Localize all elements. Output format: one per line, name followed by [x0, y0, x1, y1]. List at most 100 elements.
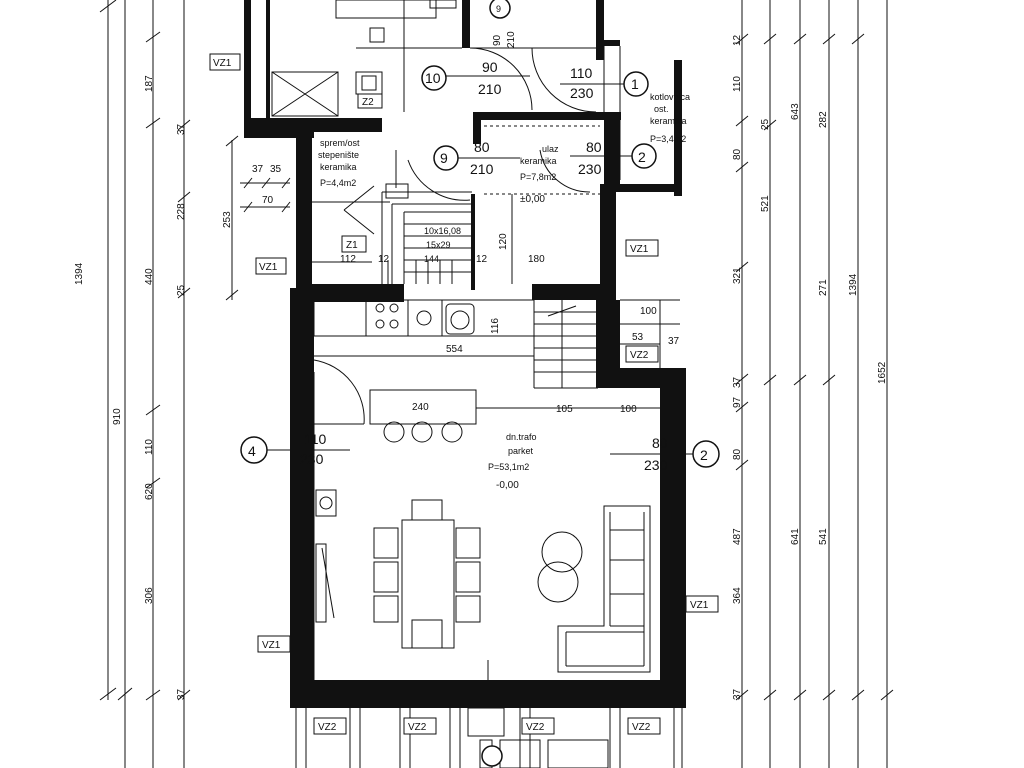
dim-37c: 37: [668, 336, 680, 347]
door-marker-10: [421, 65, 447, 91]
stair-w2: 180: [528, 254, 545, 265]
door-w-80c: 80: [652, 435, 668, 451]
door-marker-lines: [267, 75, 693, 455]
dim-left-440: 440: [144, 268, 155, 285]
tag-vz1-d: VZ1: [685, 595, 719, 613]
dim-116: 116: [490, 318, 501, 334]
dim-right-37b: 37: [732, 688, 743, 700]
door-num-10: 10: [425, 70, 441, 86]
tag-vz2-c: VZ2: [403, 717, 437, 735]
dim-right-110: 110: [732, 76, 743, 92]
door-num-2a: 2: [638, 149, 646, 165]
door-h-230c: 230: [300, 451, 324, 467]
door-h-230d: 230: [644, 457, 668, 473]
dim-right-80a: 80: [732, 148, 743, 160]
svg-text:VZ2: VZ2: [632, 722, 651, 733]
room-ur-4: ±0,00: [520, 194, 545, 205]
svg-text:VZ2: VZ2: [630, 350, 649, 361]
dim-112: 112: [340, 254, 356, 265]
svg-text:Z1: Z1: [346, 240, 358, 251]
door-w-90: 90: [482, 59, 498, 75]
dim-right-97: 97: [732, 396, 743, 408]
door-h-210b: 210: [470, 161, 494, 177]
room-labels: sprem/ost stepenište keramika P=4,4m2 ul…: [318, 92, 690, 491]
tag-z2: Z2: [357, 93, 383, 109]
dim-12b: 12: [476, 254, 488, 265]
door-h-230b: 230: [578, 161, 602, 177]
dim-37: 37: [252, 164, 264, 175]
dim-right-321: 321: [732, 267, 743, 284]
room-ul-4: P=4,4m2: [320, 178, 356, 188]
dim-left-910: 910: [112, 408, 123, 425]
dim-right-641: 641: [790, 528, 801, 545]
svg-text:VZ1: VZ1: [213, 58, 232, 69]
dim-right-364: 364: [732, 587, 743, 604]
tag-vz1-c: VZ1: [625, 239, 659, 257]
dim-12a: 12: [378, 254, 390, 265]
tag-vz2-a: VZ2: [625, 345, 659, 363]
dim-554: 554: [446, 344, 463, 355]
door-num-top: 9: [496, 4, 501, 14]
dim-right-80b: 80: [732, 448, 743, 460]
room-lv-4: -0,00: [496, 480, 519, 491]
room-lv-3: P=53,1m2: [488, 462, 529, 472]
room-lv-1: dn.trafo: [506, 432, 537, 442]
svg-text:VZ2: VZ2: [526, 722, 545, 733]
left-dimension-labels: 1394 910 187 440 110 620 306 37 228 25 3…: [74, 75, 282, 700]
door-h-210: 210: [478, 81, 502, 97]
dim-right-643: 643: [790, 103, 801, 120]
dim-253: 253: [222, 211, 233, 228]
dim-105: 105: [556, 404, 573, 415]
dim-right-37a: 37: [732, 376, 743, 388]
tag-vz1-e: VZ1: [257, 635, 291, 653]
door-labels: 10 90 210 1 110 230 9 80 210 2 80 230 4 …: [248, 4, 708, 473]
room-ur-1: ulaz: [542, 144, 559, 154]
dim-left-25: 25: [176, 284, 187, 296]
right-dimension-lines: [735, 0, 894, 768]
svg-text:VZ1: VZ1: [259, 262, 278, 273]
room-ul-1: sprem/ost: [320, 138, 360, 148]
svg-text:Z2: Z2: [362, 97, 374, 108]
dim-100b: 100: [620, 404, 637, 415]
door-marker-bottom: [481, 745, 503, 767]
dim-240: 240: [412, 402, 429, 413]
stair-spec2: 15x29: [426, 240, 451, 250]
door-marker-top: [489, 0, 511, 19]
tag-vz2-b: VZ2: [313, 717, 347, 735]
dim-right-541: 541: [818, 528, 829, 545]
door-w-110b: 110: [304, 431, 327, 447]
dim-53: 53: [632, 332, 644, 343]
dim-35: 35: [270, 164, 282, 175]
dim-left-306: 306: [144, 587, 155, 604]
tags: VZ1 Z2 Z1 VZ1 VZ1 VZ2 VZ1 VZ1 VZ2 VZ2 VZ…: [209, 53, 719, 735]
dim-left-1394: 1394: [74, 262, 85, 285]
door-w-80: 80: [474, 139, 490, 155]
dim-right-25: 25: [760, 118, 771, 130]
room-fr-3: keramika: [650, 116, 687, 126]
misc-dim-labels: 12 112 12 100 116 554 240 105 100 37 53: [340, 254, 680, 415]
svg-text:VZ2: VZ2: [408, 722, 427, 733]
door-num-2b: 2: [700, 447, 708, 463]
door-w-80b: 80: [586, 139, 602, 155]
dim-70: 70: [262, 195, 274, 206]
svg-text:VZ2: VZ2: [318, 722, 337, 733]
dim-right-12: 12: [732, 34, 743, 46]
svg-text:VZ1: VZ1: [630, 244, 649, 255]
stair-count: 144: [424, 254, 439, 264]
dim-right-521: 521: [760, 195, 771, 212]
stair-labels: 10x16,08 15x29 144 120 180: [424, 226, 545, 265]
stair-w: 120: [498, 233, 509, 250]
room-ul-2: stepenište: [318, 150, 359, 160]
dim-left-110: 110: [144, 439, 155, 455]
dim-left-187: 187: [144, 75, 155, 92]
right-dimension-labels: 12 110 80 321 37 97 80 487 364 37 25 521…: [732, 34, 888, 700]
room-ur-2: keramika: [520, 156, 557, 166]
door-num-4: 4: [248, 443, 256, 459]
dim-right-271: 271: [818, 279, 829, 296]
dim-right-1394: 1394: [848, 273, 859, 296]
tag-vz2-e: VZ2: [627, 717, 661, 735]
dim-right-282: 282: [818, 111, 829, 128]
tag-z1: Z1: [341, 235, 367, 253]
svg-text:VZ1: VZ1: [262, 640, 281, 651]
